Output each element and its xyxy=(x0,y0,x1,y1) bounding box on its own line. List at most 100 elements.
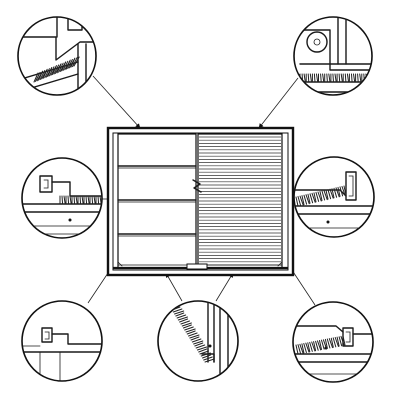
brush-bristle xyxy=(313,73,316,83)
brush-bristle xyxy=(299,343,304,354)
brush-bristle xyxy=(331,188,335,199)
brush-bristle xyxy=(346,73,350,83)
brush-bristle xyxy=(63,195,66,205)
brush-bristle xyxy=(321,190,326,201)
brush-bristle xyxy=(338,73,341,83)
brush-bristle xyxy=(181,322,192,327)
brush-bristle xyxy=(189,334,200,339)
brush-bristle xyxy=(305,342,310,353)
brush-bristle xyxy=(326,338,331,349)
brush-bristle xyxy=(39,70,46,80)
brush-bristle xyxy=(328,73,331,83)
brush-bristle xyxy=(309,341,313,352)
brush-bristle xyxy=(322,73,325,83)
brush-bristle xyxy=(340,335,345,346)
brush-bristle xyxy=(330,337,334,348)
brush-bristle xyxy=(97,195,100,205)
brush-bristle xyxy=(313,341,317,352)
leader-bottom-center-b xyxy=(215,272,234,302)
brush-bristle xyxy=(175,312,185,317)
brush-bristle xyxy=(329,188,334,199)
brush-bristle xyxy=(309,193,314,204)
brush-bristle xyxy=(341,186,346,196)
brush-bristle xyxy=(194,342,204,347)
leader-lines xyxy=(87,75,316,306)
brush-bristle xyxy=(190,336,200,341)
shutter-slats xyxy=(199,136,281,266)
detail-bottom-center xyxy=(157,300,239,382)
brush-bristle xyxy=(311,341,316,352)
brush-bristle xyxy=(62,60,69,71)
brush-bristle xyxy=(202,354,211,359)
brush-bristle xyxy=(351,73,353,83)
brush-bristle xyxy=(295,196,299,207)
brush-bristle xyxy=(344,73,347,83)
bottom-latch xyxy=(186,263,208,270)
brush-bristle xyxy=(70,57,76,68)
brush-bristle xyxy=(99,195,102,205)
brush-bristle xyxy=(317,191,322,202)
brush-seal-icon xyxy=(295,185,347,207)
brush-bristle xyxy=(369,73,372,83)
roller-shutter-leaf xyxy=(197,133,283,269)
detail-bottom-right xyxy=(292,301,374,383)
detail-top-right xyxy=(293,16,373,96)
brush-bristle xyxy=(182,324,192,329)
brush-bristle xyxy=(73,56,80,67)
brush-bristle xyxy=(317,340,322,351)
brush-bristle xyxy=(333,187,338,198)
brush-bristle xyxy=(172,308,183,313)
brush-bristle xyxy=(337,186,341,197)
detail-middle-left xyxy=(21,157,103,239)
brush-bristle xyxy=(332,337,337,348)
leader-top-left xyxy=(92,75,141,129)
brush-bristle xyxy=(311,192,316,203)
profile-seal-icon xyxy=(41,327,53,343)
brush-bristle xyxy=(204,358,215,363)
brush-bristle xyxy=(195,344,206,349)
brush-bristle xyxy=(342,335,346,346)
brush-bristle xyxy=(307,73,310,83)
brush-bristle xyxy=(93,195,96,205)
brush-bristle xyxy=(323,190,328,201)
brush-bristle xyxy=(339,186,344,197)
brush-bristle xyxy=(301,195,305,206)
brush-bristle xyxy=(47,67,53,77)
brush-bristle xyxy=(321,339,325,350)
brush-bristle xyxy=(200,352,211,357)
brush-bristle xyxy=(313,192,317,203)
brush-bristle xyxy=(319,340,322,350)
brush-bristle xyxy=(334,73,337,83)
brush-bristle xyxy=(315,191,320,202)
brush-bristle xyxy=(203,356,213,361)
brush-seal-icon xyxy=(59,195,102,205)
brush-bristle xyxy=(184,326,194,331)
brush-bristle xyxy=(42,68,48,79)
brush-bristle xyxy=(53,64,60,75)
brush-bristle xyxy=(303,194,308,205)
brush-bristle xyxy=(193,340,204,345)
brush-bristle xyxy=(73,195,76,205)
brush-bristle xyxy=(303,73,306,83)
brush-bristle xyxy=(38,70,44,81)
brush-bristle xyxy=(48,66,55,77)
brush-bristle xyxy=(327,189,332,200)
brush-bristle xyxy=(44,68,50,79)
brush-bristle xyxy=(56,63,62,74)
brush-bristle xyxy=(180,320,190,325)
brush-bristle xyxy=(343,185,347,196)
brush-bristle xyxy=(61,195,64,205)
brush-bristle xyxy=(67,59,73,69)
brush-bristle xyxy=(353,73,356,83)
brush-bristle xyxy=(85,195,88,205)
brush-bristle xyxy=(191,338,202,343)
brush-bristle xyxy=(176,314,187,319)
brush-bristle xyxy=(91,195,94,205)
brush-bristle xyxy=(188,332,198,337)
brush-bristle xyxy=(297,196,302,206)
brush-bristle xyxy=(75,195,78,205)
brush-bristle xyxy=(199,350,209,355)
brush-bristle xyxy=(79,195,82,205)
inner-frame xyxy=(112,132,289,271)
